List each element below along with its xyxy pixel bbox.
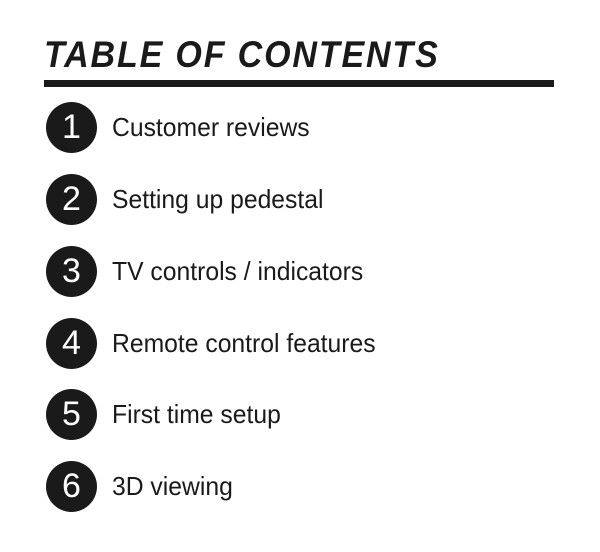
- toc-item[interactable]: 5 First time setup: [46, 388, 290, 440]
- toc-item-label: Setting up pedestal: [112, 183, 324, 214]
- number-badge: 2: [46, 173, 97, 225]
- toc-item[interactable]: 6 3D viewing: [46, 460, 239, 512]
- toc-item-label: First time setup: [112, 398, 281, 429]
- title-divider: [44, 80, 554, 87]
- toc-item-label: Remote control features: [112, 327, 376, 358]
- toc-item[interactable]: 3 TV controls / indicators: [46, 245, 376, 297]
- toc-item[interactable]: 4 Remote control features: [46, 317, 389, 369]
- number-badge: 5: [46, 388, 97, 440]
- toc-item[interactable]: 1 Customer reviews: [46, 101, 320, 153]
- number-badge: 3: [46, 245, 97, 297]
- number-badge: 6: [46, 460, 97, 512]
- page-title: TABLE OF CONTENTS: [44, 34, 440, 75]
- number-badge: 4: [46, 317, 97, 369]
- toc-item-label: Customer reviews: [112, 111, 310, 142]
- number-badge: 1: [46, 101, 97, 153]
- toc-item-label: TV controls / indicators: [112, 255, 364, 286]
- toc-item[interactable]: 2 Setting up pedestal: [46, 173, 335, 225]
- toc-item-label: 3D viewing: [112, 470, 233, 501]
